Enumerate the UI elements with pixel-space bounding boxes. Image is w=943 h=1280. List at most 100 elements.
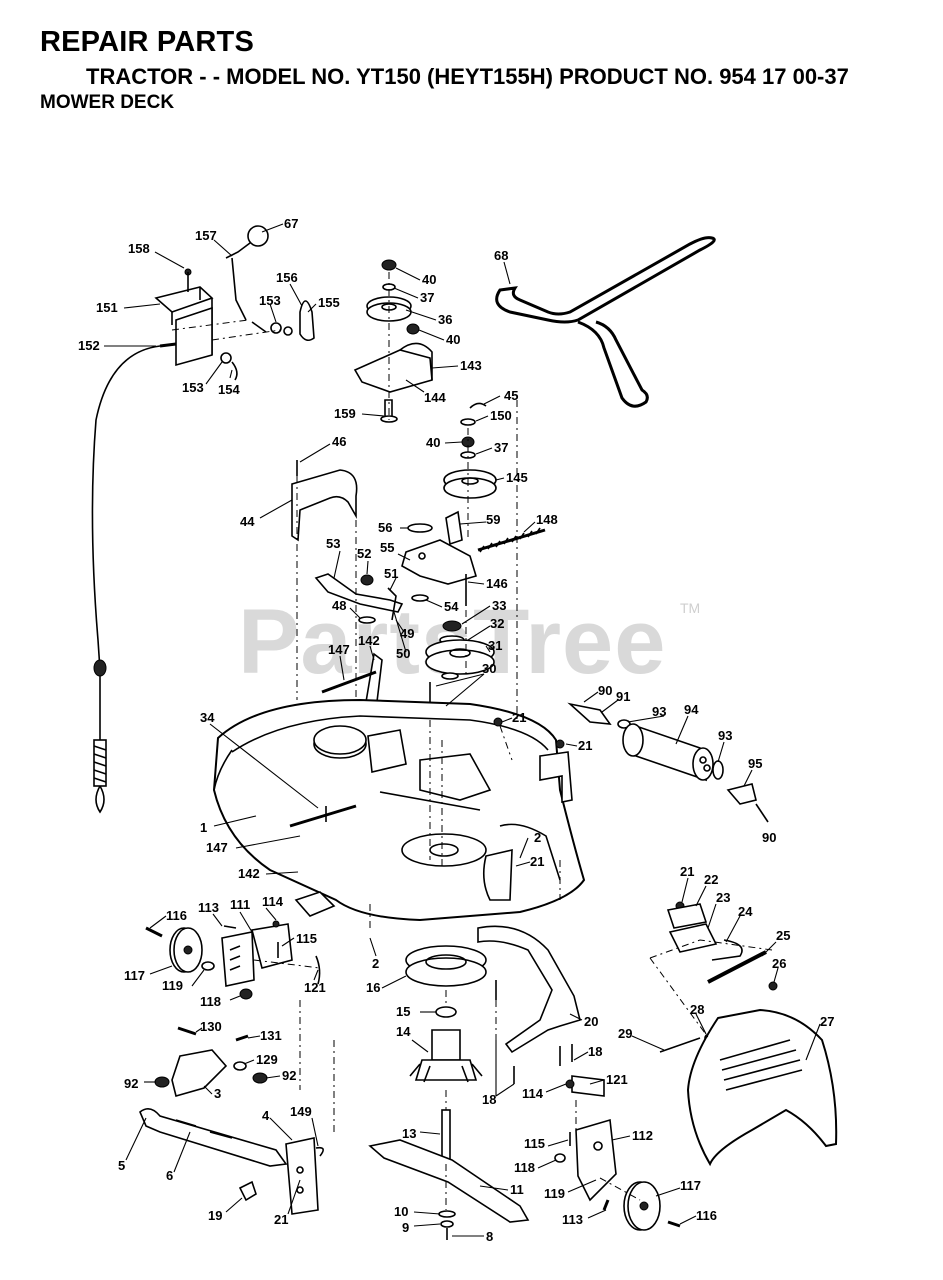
callout-label: 29 [618, 1026, 632, 1041]
callout-label: 16 [366, 980, 380, 995]
callout-label: 32 [490, 616, 504, 631]
callout-label: 91 [616, 689, 630, 704]
callout-label: 3 [214, 1086, 221, 1101]
callout-label: 153 [259, 293, 281, 308]
callout-label: 68 [494, 248, 508, 263]
callout-label: 159 [334, 406, 356, 421]
front-hitch-assembly [139, 1026, 324, 1215]
callout-label: 2 [534, 830, 541, 845]
callout-label: 21 [512, 710, 526, 725]
pulley-stack [443, 402, 497, 499]
callout-label: 114 [522, 1086, 544, 1101]
callout-label: 147 [206, 840, 228, 855]
callout-label: 48 [332, 598, 346, 613]
callout-label: 22 [704, 872, 718, 887]
idler-bracket-stack [353, 259, 433, 423]
callout-label: 26 [772, 956, 786, 971]
callout-label: 21 [274, 1212, 288, 1227]
callout-label: 90 [762, 830, 776, 845]
callout-labels: 67 157 158 156 153 155 151 152 153 154 4… [78, 216, 834, 1244]
callout-label: 150 [490, 408, 512, 423]
callout-label: 113 [562, 1212, 583, 1227]
callout-label: 158 [128, 241, 150, 256]
callout-label: 156 [276, 270, 298, 285]
callout-label: 116 [696, 1208, 717, 1223]
callout-label: 15 [396, 1004, 410, 1019]
callout-label: 115 [296, 931, 317, 946]
blade-spindle-assembly [368, 945, 530, 1240]
callout-label: 37 [420, 290, 434, 305]
callout-label: 2 [372, 956, 379, 971]
control-cable [91, 342, 177, 814]
callout-label: 45 [504, 388, 518, 403]
callout-label: 25 [776, 928, 790, 943]
mower-deck-housing [212, 698, 586, 922]
callout-label: 28 [690, 1002, 704, 1017]
section-title: MOWER DECK [40, 92, 175, 113]
callout-label: 36 [438, 312, 452, 327]
callout-label: 117 [680, 1178, 701, 1193]
page-title: REPAIR PARTS [40, 26, 255, 58]
callout-label: 40 [426, 435, 440, 450]
callout-label: 143 [460, 358, 482, 373]
callout-label: 34 [200, 710, 215, 725]
callout-label: 24 [738, 904, 753, 919]
callout-label: 155 [318, 295, 340, 310]
callout-label: 23 [716, 890, 730, 905]
callout-label: 27 [820, 1014, 834, 1029]
model-subtitle: TRACTOR - - MODEL NO. YT150 (HEYT155H) P… [86, 64, 849, 89]
left-gauge-wheel-assembly [145, 891, 336, 1000]
callout-label: 142 [238, 866, 260, 881]
callout-label: 152 [78, 338, 100, 353]
callout-label: 154 [218, 382, 240, 397]
callout-label: 21 [530, 854, 544, 869]
callout-label: 44 [240, 514, 255, 529]
callout-label: 145 [506, 470, 528, 485]
callout-label: 93 [652, 704, 666, 719]
callout-label: 151 [96, 300, 118, 315]
belt-guard [291, 460, 358, 542]
callout-label: 121 [304, 980, 326, 995]
front-baffle [477, 925, 581, 1084]
callout-label: 18 [482, 1092, 496, 1107]
callout-label: 37 [494, 440, 508, 455]
callout-label: 67 [284, 216, 298, 231]
callout-label: 146 [486, 576, 508, 591]
callout-label: 11 [510, 1182, 524, 1197]
deck-side-bracket [493, 717, 573, 803]
callout-label: 14 [396, 1024, 411, 1039]
anti-scalp-roller [567, 702, 769, 823]
callout-label: 92 [282, 1068, 296, 1083]
callout-label: 148 [536, 512, 558, 527]
callout-label: 121 [606, 1072, 628, 1087]
callout-label: 20 [584, 1014, 598, 1029]
callout-label: 9 [402, 1220, 409, 1235]
callout-label: 21 [680, 864, 694, 879]
right-gauge-wheel-assembly [554, 1075, 681, 1231]
callout-label: 52 [357, 546, 371, 561]
idler-arm-assembly [401, 510, 546, 606]
callout-label: 92 [124, 1076, 138, 1091]
callout-label: 18 [588, 1044, 602, 1059]
callout-leader-lines [104, 223, 821, 1237]
callout-label: 118 [514, 1160, 535, 1175]
callout-label: 21 [578, 738, 592, 753]
callout-label: 157 [195, 228, 217, 243]
callout-label: 4 [262, 1108, 270, 1123]
callout-label: 10 [394, 1204, 408, 1219]
callout-label: 59 [486, 512, 500, 527]
callout-label: 147 [328, 642, 350, 657]
callout-label: 5 [118, 1158, 125, 1173]
callout-label: 116 [166, 908, 187, 923]
callout-label: 113 [198, 900, 219, 915]
callout-label: 119 [162, 978, 183, 993]
callout-label: 129 [256, 1052, 278, 1067]
lift-lever-assembly [154, 225, 315, 381]
callout-label: 115 [524, 1136, 545, 1151]
callout-label: 117 [124, 968, 145, 983]
drive-belt [495, 236, 716, 408]
callout-label: 46 [332, 434, 346, 449]
callout-label: 55 [380, 540, 394, 555]
callout-label: 90 [598, 683, 612, 698]
